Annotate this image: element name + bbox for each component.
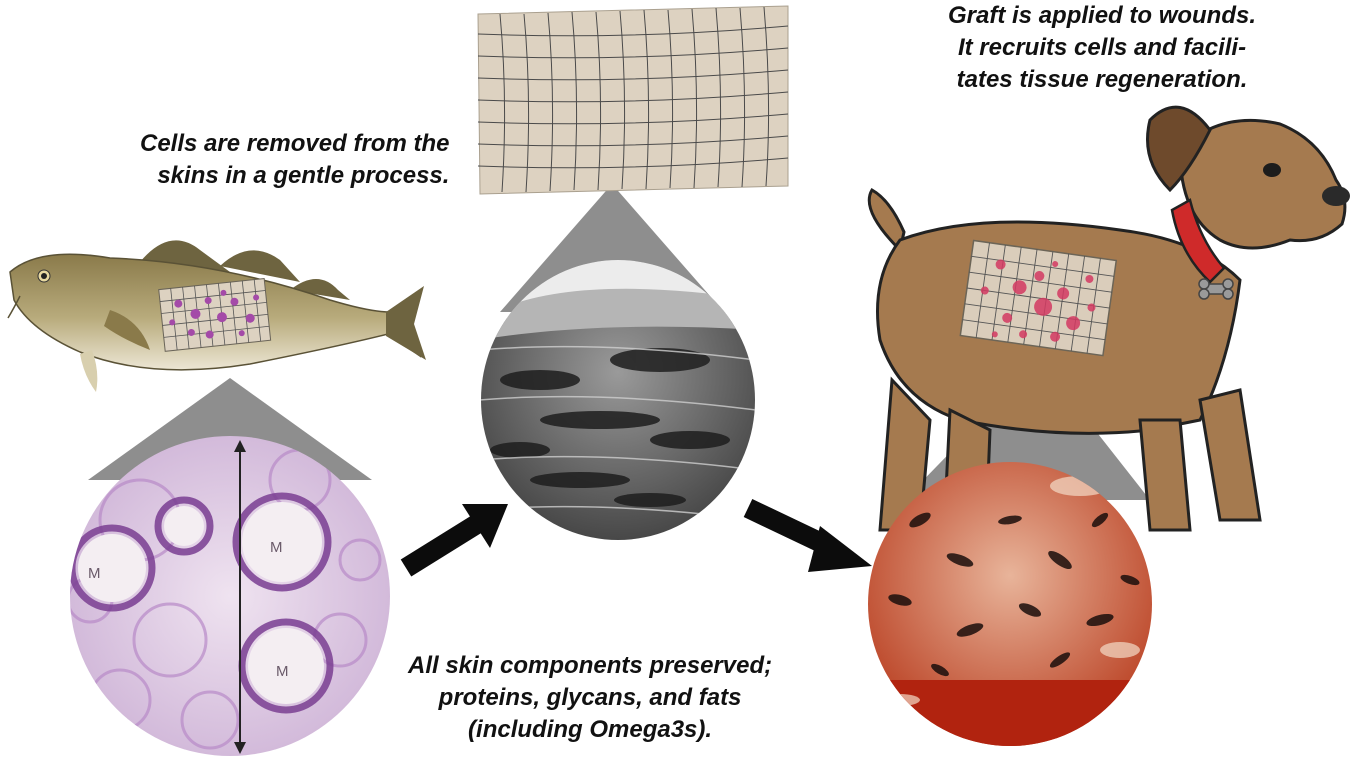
micrograph-label-m: M [88,565,101,582]
dog-leg [1140,420,1190,530]
graft-patch-dog [960,240,1116,355]
dog-eye [1263,163,1281,177]
arrow-right-icon [406,504,508,568]
graft-patch-fish [159,279,271,352]
fish-tail [386,286,426,360]
regenerated-tissue-micrograph [868,462,1152,760]
fish-skin-micrograph: M M M [68,436,390,756]
micrograph-label-m: M [270,539,283,556]
fish-pupil [41,273,47,279]
dog-leg [1200,390,1260,520]
micrograph-label-m: M [276,663,289,680]
dog-nose [1322,186,1350,206]
arrow-right-icon [748,508,872,572]
graft-mesh-sheet [478,6,788,194]
